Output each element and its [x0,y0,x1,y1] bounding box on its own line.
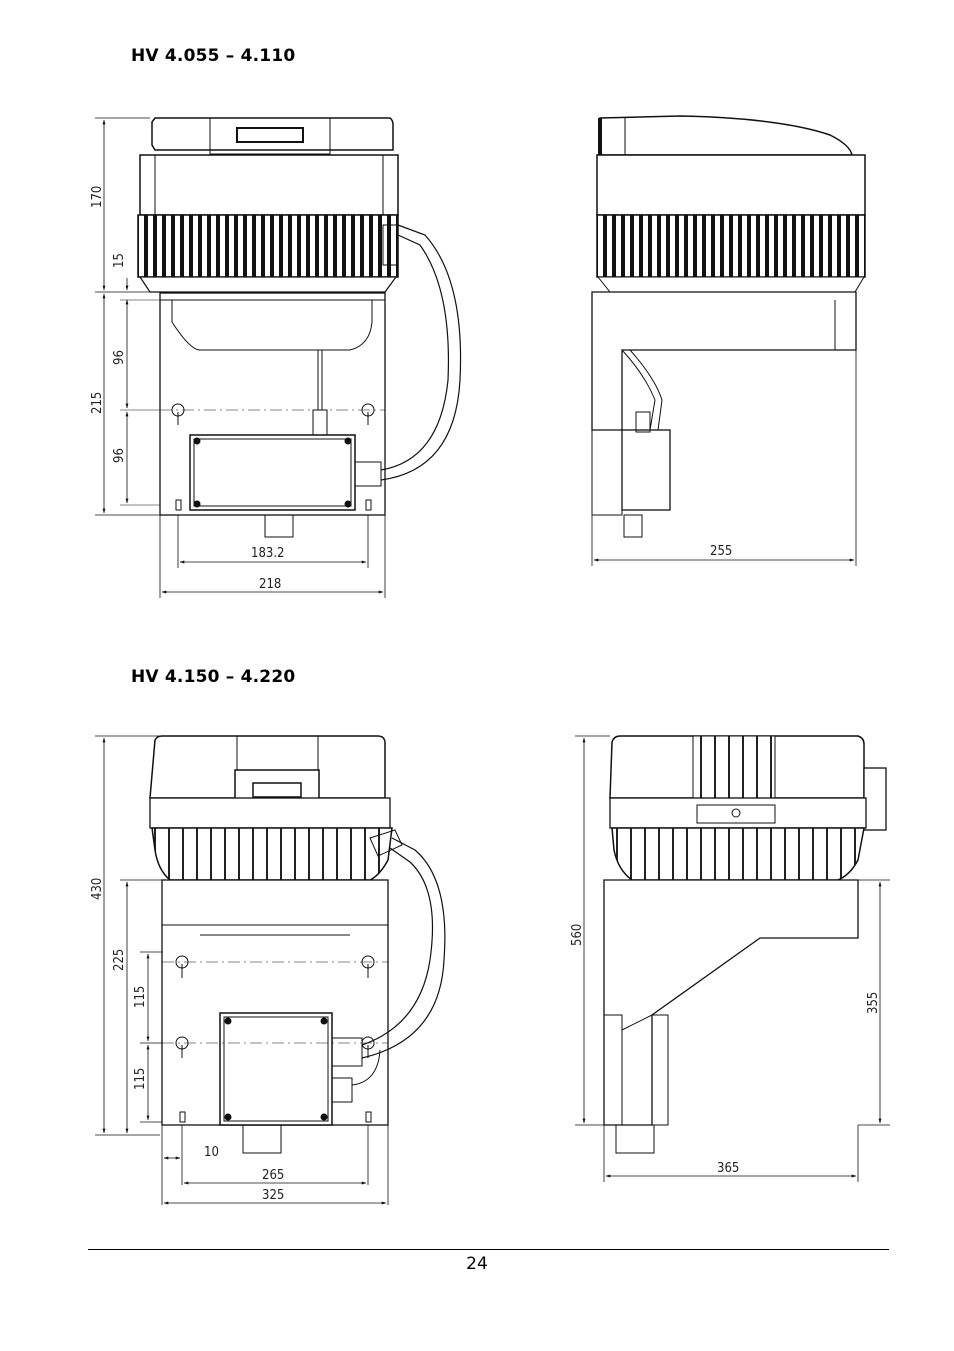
dim-label: 265 [262,1168,284,1183]
side-view-large [603,735,887,1154]
front-view-large [149,735,446,1154]
dim-label: 255 [710,544,732,559]
dim-label: 325 [262,1188,284,1203]
dim-label: 115 [133,986,148,1008]
dim-label: 96 [112,350,127,365]
dim-label: 365 [717,1161,739,1176]
side-view-small [591,115,866,538]
dim-label: 15 [112,253,127,268]
dim-label: 430 [90,878,105,900]
dim-label: 560 [570,924,585,946]
dim-label: 170 [90,186,105,208]
dim-label: 96 [112,448,127,463]
dim-label: 215 [90,392,105,414]
front-view-small [120,117,462,538]
dim-label: 10 [204,1145,219,1160]
section-title-hv-4150-4220: HV 4.150 – 4.220 [131,667,296,687]
dim-label: 218 [259,577,281,592]
dim-label: 183.2 [251,546,284,561]
page-number: 24 [466,1254,488,1274]
dim-label: 225 [112,949,127,971]
dim-label: 115 [133,1068,148,1090]
section-title-hv-4055-4110: HV 4.055 – 4.110 [131,46,296,66]
dim-label: 355 [866,992,881,1014]
footer-divider [88,1249,889,1250]
